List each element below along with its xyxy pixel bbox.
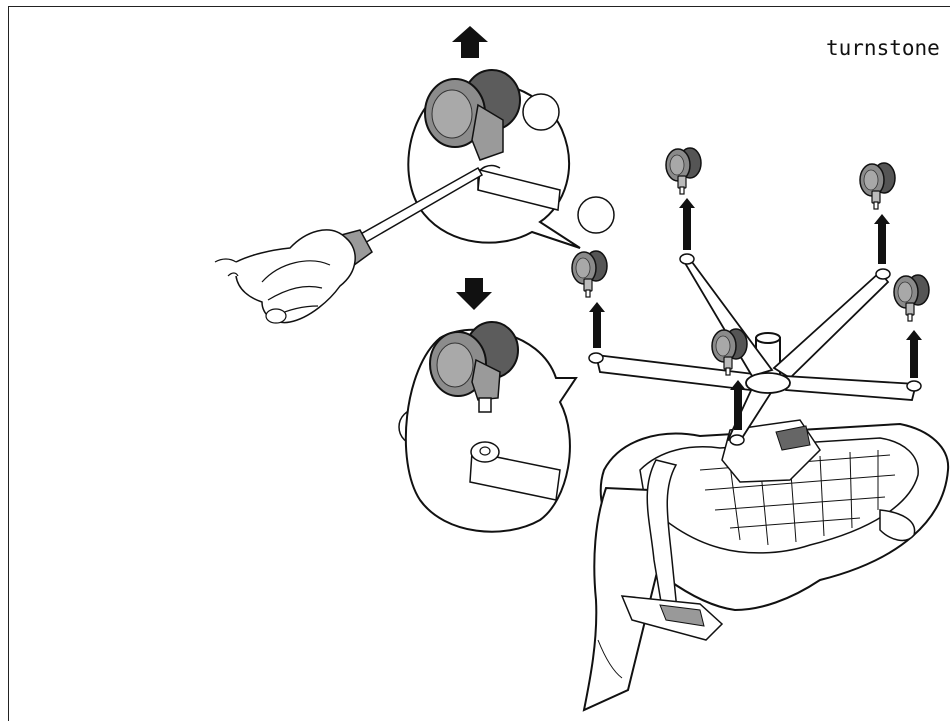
- chair-illustration: [584, 420, 948, 710]
- caster-5: [712, 329, 747, 375]
- up-arrow-icon: [452, 26, 488, 58]
- step-circle-2: [578, 197, 614, 233]
- caster-2: [666, 148, 701, 194]
- caster-1: [572, 251, 607, 297]
- caster-4: [894, 275, 929, 321]
- caster-3: [860, 163, 895, 209]
- up-arrow-icon: [874, 214, 890, 264]
- callout-install-caster: [406, 322, 576, 532]
- chair-base: [589, 254, 921, 445]
- hand-illustration: [215, 230, 355, 323]
- up-arrow-icon: [906, 330, 922, 378]
- step-circle-1: [523, 94, 559, 130]
- up-arrow-icon: [589, 302, 605, 348]
- down-arrow-icon: [456, 278, 492, 310]
- up-arrow-icon: [679, 198, 695, 250]
